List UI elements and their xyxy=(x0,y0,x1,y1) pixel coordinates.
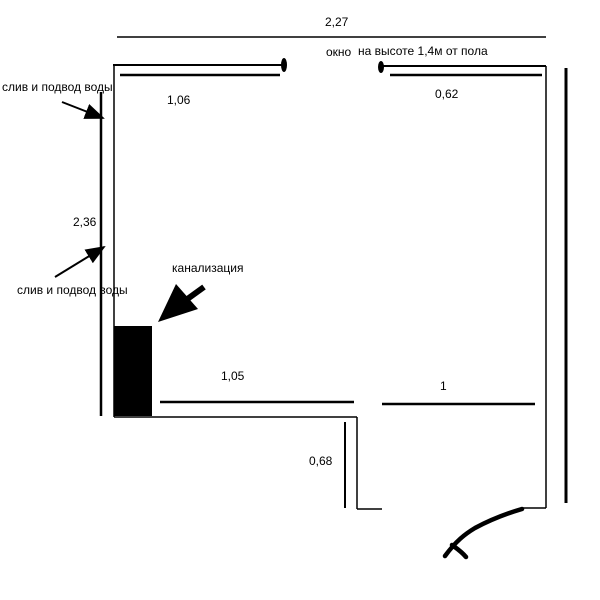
left-height-label: 2,36 xyxy=(73,215,97,229)
window-label: окно xyxy=(326,45,352,59)
window-marker-right xyxy=(378,61,384,73)
sewer-block xyxy=(114,326,152,416)
door-squiggle xyxy=(442,506,525,560)
window-height-label: на высоте 1,4м от пола xyxy=(358,44,488,58)
corridor-wall xyxy=(344,417,546,510)
top-left-length-label: 1,06 xyxy=(167,93,191,107)
water-arrow-top xyxy=(61,101,105,119)
sewer-label: канализация xyxy=(172,261,244,275)
top-right-length-label: 0,62 xyxy=(435,87,459,101)
corridor-length-label: 0,68 xyxy=(309,454,333,468)
top-wall-right xyxy=(380,65,546,77)
right-wall xyxy=(545,66,568,508)
window-marker-left xyxy=(281,58,287,72)
bottom-wall-left xyxy=(114,400,357,418)
bottom-right-length-label: 1 xyxy=(440,379,447,393)
sewer-arrow xyxy=(158,284,206,322)
water-arrow-bottom xyxy=(54,245,106,278)
top-wall-left xyxy=(113,64,285,77)
total-width-label: 2,27 xyxy=(325,15,349,29)
water-label-top: слив и подвод воды xyxy=(2,80,113,94)
bottom-left-length-label: 1,05 xyxy=(221,369,245,383)
water-label-bottom: слив и подвод воды xyxy=(17,283,128,297)
